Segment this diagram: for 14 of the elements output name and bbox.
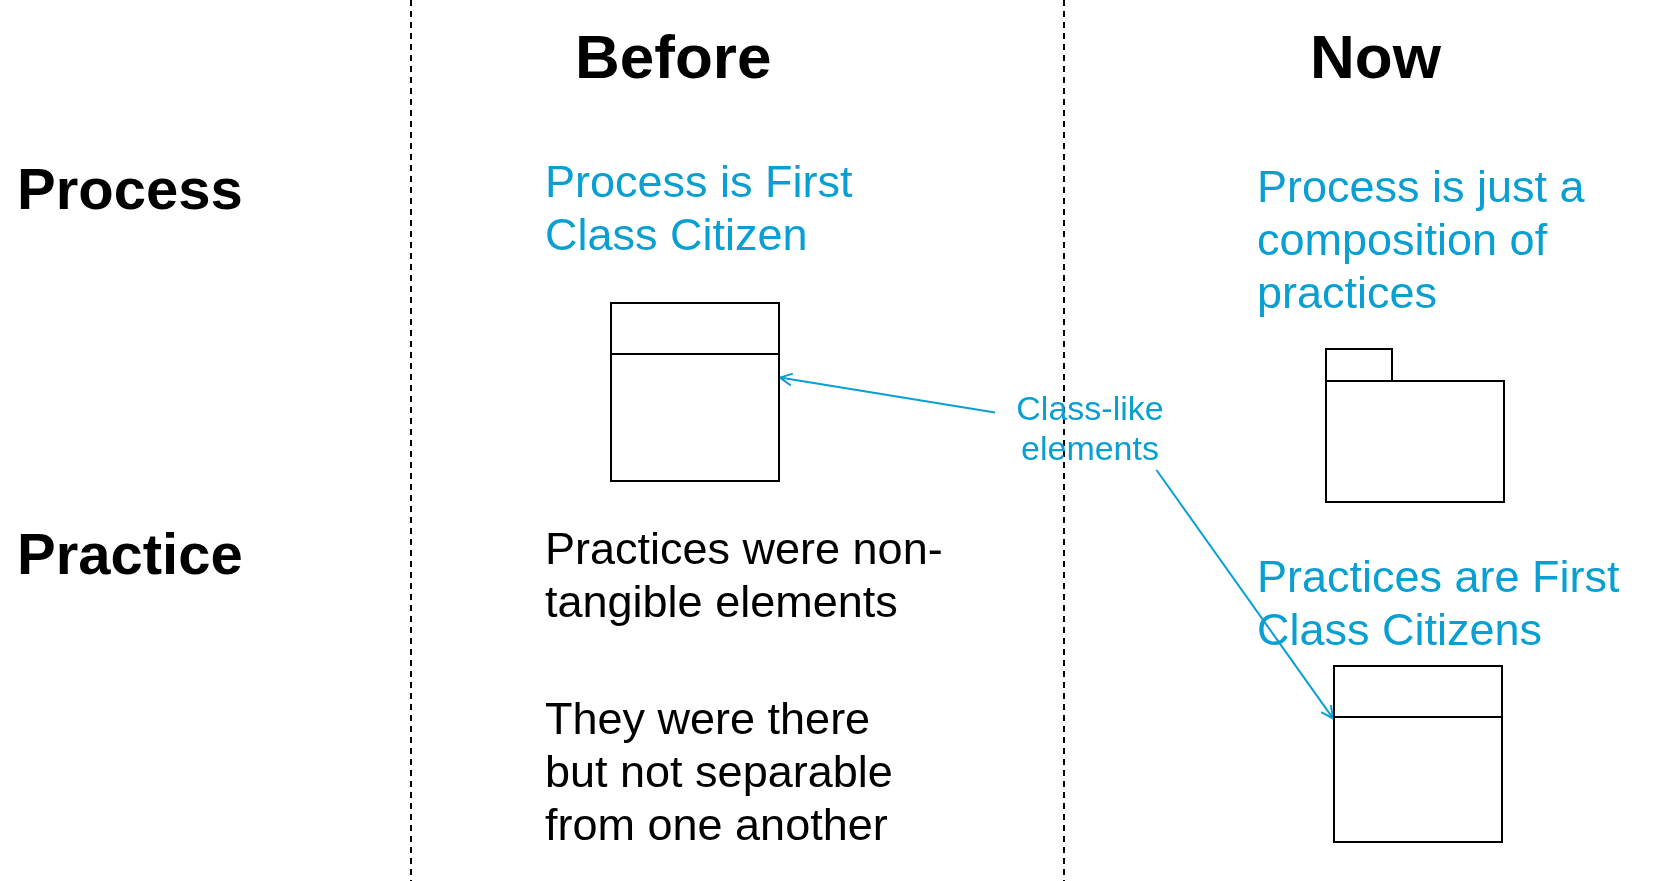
column-heading: Now bbox=[1310, 21, 1442, 93]
package-shape bbox=[1325, 348, 1505, 503]
description-text: Practices were non-tangible elements bbox=[545, 522, 944, 628]
row-heading: Process bbox=[17, 155, 244, 223]
row-heading: Practice bbox=[17, 520, 244, 588]
description-text: Process is just a composition of practices bbox=[1257, 160, 1586, 319]
description-text: Process is First Class Citizen bbox=[545, 155, 854, 261]
arrow bbox=[779, 372, 996, 414]
arrow bbox=[1155, 469, 1334, 720]
class-box bbox=[610, 302, 780, 482]
description-text: They were there but not separable from one another bbox=[545, 692, 894, 851]
class-box bbox=[1333, 665, 1503, 843]
callout-text: Class-like elements bbox=[995, 388, 1185, 470]
column-heading: Before bbox=[575, 21, 773, 93]
